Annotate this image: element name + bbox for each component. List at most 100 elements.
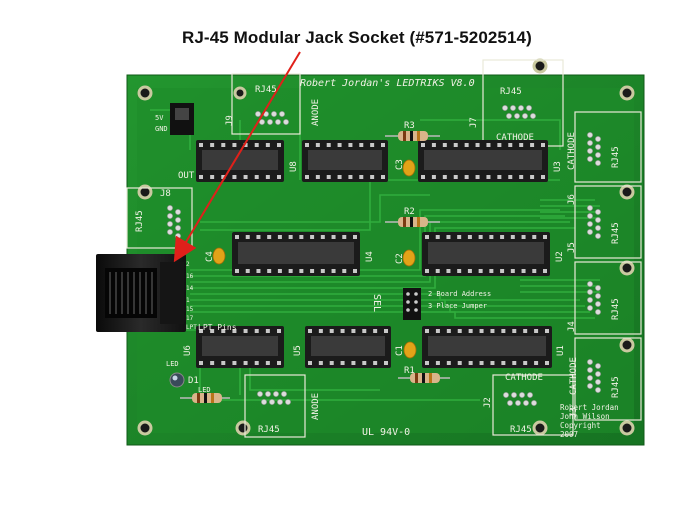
ic-socket-u1 [422, 326, 552, 368]
socket-pin [435, 361, 440, 365]
socket-pin [342, 269, 347, 273]
ic-socket-u4 [232, 232, 360, 276]
socket-pin [501, 361, 506, 365]
board-title: Robert Jordan's LEDTRIKS V8.0 [300, 78, 475, 89]
socket-pin [277, 269, 282, 273]
jack-ref-j4: J4 [567, 321, 577, 332]
socket-pin [534, 329, 539, 333]
socket-pin [331, 269, 336, 273]
socket-pin [534, 361, 539, 365]
rj45-label-bottom-left: RJ45 [258, 425, 280, 435]
socket-pin [348, 175, 353, 179]
ic-socket-u6 [196, 326, 284, 368]
socket-pin [221, 175, 226, 179]
power-gnd-label: GND [155, 125, 168, 133]
socket-pin [308, 361, 312, 365]
ic-socket-u3 [418, 140, 548, 182]
socket-pin [221, 329, 226, 333]
socket-pin [521, 235, 526, 239]
cap-ref-c4: C4 [205, 251, 215, 262]
sel-jumper-header [403, 288, 421, 320]
socket-pin [310, 235, 315, 239]
ul-mark: UL 94V-0 [362, 427, 410, 438]
socket-pin [265, 143, 270, 147]
socket-pin [342, 235, 347, 239]
socket-pin [446, 329, 451, 333]
ic-socket-u2 [422, 232, 550, 276]
jack-ref-j7: J7 [469, 117, 479, 128]
socket-pin [532, 235, 537, 239]
socket-pin [235, 269, 239, 273]
lpt-pin-15: 15 [186, 306, 194, 313]
socket-pin [221, 143, 226, 147]
socket-pin [478, 269, 483, 273]
socket-pin [486, 175, 491, 179]
lpt-pin-16: 16 [186, 273, 194, 280]
socket-pin [265, 361, 270, 365]
ic-socket-u8 [302, 140, 388, 182]
socket-pin [468, 329, 473, 333]
socket-pin [421, 175, 425, 179]
jack-ref-j5: J5 [567, 242, 577, 253]
socket-pin [359, 175, 364, 179]
socket-pin [475, 175, 480, 179]
led-d1 [169, 372, 185, 388]
socket-pin [351, 329, 356, 333]
socket-pin [277, 175, 281, 179]
socket-pin [501, 329, 506, 333]
resistor-ref-r1: R1 [404, 366, 415, 376]
socket-pin [243, 175, 248, 179]
socket-pin [299, 235, 304, 239]
ic-ref-u4: U4 [365, 251, 375, 262]
jack-ref-j9: J9 [225, 115, 235, 126]
socket-pin [373, 361, 378, 365]
socket-pin [370, 175, 375, 179]
rj45-label-top-right: RJ45 [500, 87, 522, 97]
resistor-r2 [385, 217, 440, 227]
led-ref-d1: D1 [188, 376, 199, 386]
resistor-label-led: LED [198, 386, 211, 394]
socket-pin [221, 361, 226, 365]
socket-pin [243, 329, 248, 333]
socket-pin [254, 143, 259, 147]
socket-pin [457, 269, 462, 273]
socket-pin [199, 143, 203, 147]
socket-pin [421, 143, 425, 147]
socket-pin [435, 235, 440, 239]
lpt-pin-17: 17 [186, 315, 194, 322]
socket-pin [359, 143, 364, 147]
socket-pin [267, 269, 272, 273]
socket-pin [320, 269, 325, 273]
socket-pin [340, 361, 345, 365]
socket-pin [541, 143, 545, 147]
socket-pin [425, 361, 429, 365]
socket-pin [489, 235, 494, 239]
socket-pin [500, 235, 505, 239]
resistor-ref-r2: R2 [404, 207, 415, 217]
socket-pin [442, 143, 447, 147]
socket-pin [490, 329, 495, 333]
socket-pin [199, 175, 203, 179]
ic-ref-u6: U6 [183, 345, 193, 356]
socket-pin [277, 329, 281, 333]
resistor-r3 [385, 131, 440, 141]
socket-pin [210, 175, 215, 179]
board-address-line-1: 2 Board Address [428, 290, 491, 298]
rj45-jack [96, 254, 186, 332]
socket-pin [362, 361, 367, 365]
socket-pin [543, 269, 547, 273]
cap-ref-c3: C3 [395, 159, 405, 170]
socket-pin [310, 269, 315, 273]
resistor-led [180, 393, 230, 403]
ic-ref-u5: U5 [293, 345, 303, 356]
socket-pin [370, 143, 375, 147]
socket-pin [277, 143, 281, 147]
socket-pin [479, 329, 484, 333]
rj45-label-bottom-right: RJ45 [510, 425, 532, 435]
cathode-label-right-2: CATHODE [569, 357, 579, 395]
socket-pin [468, 361, 473, 365]
socket-pin [210, 143, 215, 147]
ic-sockets [196, 140, 552, 368]
lpt-pin-14: 14 [186, 285, 194, 292]
